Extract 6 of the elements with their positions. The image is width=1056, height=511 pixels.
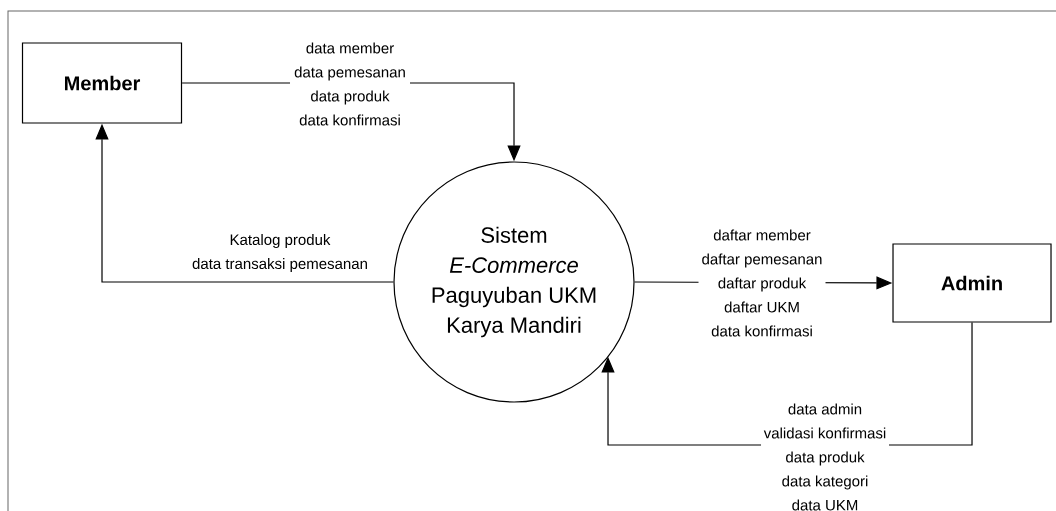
edge-label: daftar member daftar pemesanan daftar produk daftar UKM data konfirmasi xyxy=(698,228,826,338)
entity-box: Member xyxy=(21,42,183,124)
edge-label: Katalog produk data transaksi pemesanan xyxy=(186,233,374,273)
edge-label: data member data pemesanan data produk data konfirmasi xyxy=(290,41,410,127)
entity-box: Admin xyxy=(892,243,1052,323)
edge-label: data admin validasi konfirmasi data produk data kategori data UKM xyxy=(761,402,889,511)
